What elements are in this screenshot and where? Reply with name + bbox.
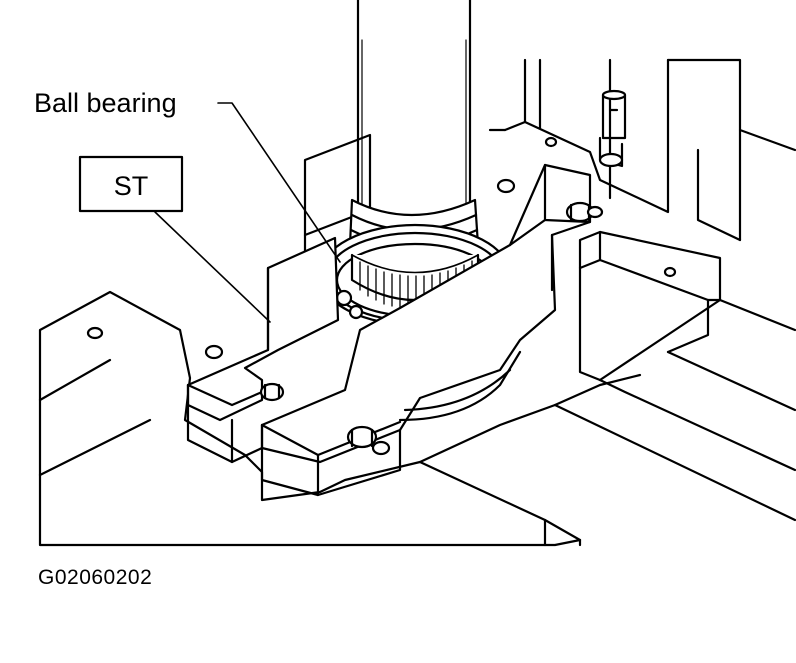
leader-ball-bearing bbox=[217, 102, 341, 263]
st-label: ST bbox=[114, 171, 149, 201]
st-label-box bbox=[78, 155, 184, 213]
figure-code: G02060202 bbox=[38, 566, 153, 589]
base-ring bbox=[398, 350, 522, 422]
special-tool-left bbox=[186, 236, 340, 464]
ball-bearing-label: Ball bearing bbox=[34, 88, 177, 118]
press-table bbox=[38, 58, 796, 547]
shaft bbox=[348, 0, 480, 262]
special-tool-right bbox=[260, 163, 604, 497]
guide-pin bbox=[598, 89, 627, 168]
leader-st bbox=[154, 211, 271, 323]
